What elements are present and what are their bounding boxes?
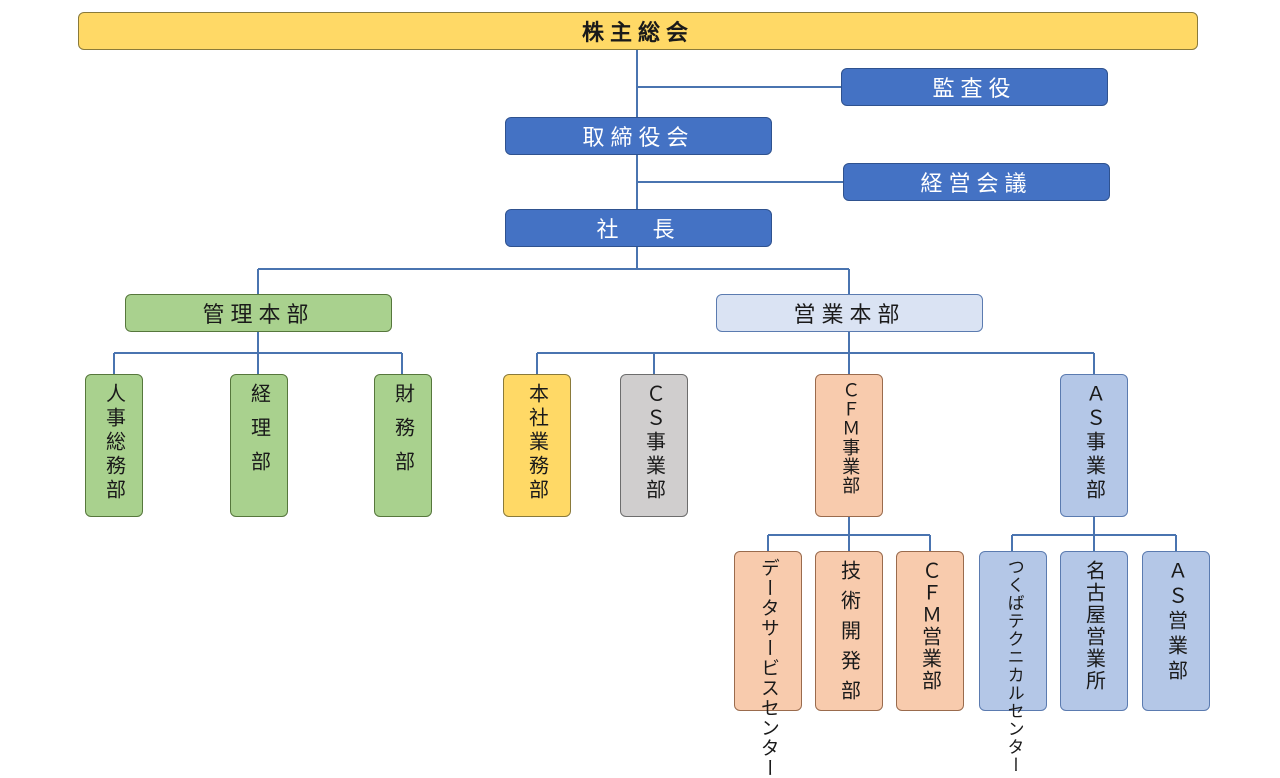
- node-board-of-directors: 取締役会: [505, 117, 772, 155]
- node-label: 財務部: [391, 383, 416, 485]
- node-tsukuba-technical-center: つくばテクニカルセンター: [979, 551, 1047, 774]
- node-label: ＣＳ事業部: [642, 383, 667, 503]
- node-label: データサービスセンター: [757, 558, 780, 778]
- node-label: つくばテクニカルセンター: [1003, 558, 1024, 774]
- org-chart-connectors: [113, 50, 1177, 552]
- node-sales-hq: 営業本部: [716, 294, 983, 332]
- node-data-service-center: データサービスセンター: [734, 551, 802, 778]
- node-head-office-operations: 本社業務部: [503, 374, 571, 517]
- node-label: 取締役会: [582, 126, 695, 151]
- node-nagoya-sales-office: 名古屋営業所: [1060, 551, 1128, 711]
- node-label: 名古屋営業所: [1082, 560, 1107, 692]
- node-label: ＣＦＭ事業部: [839, 381, 861, 495]
- node-label: 経理部: [247, 383, 272, 485]
- node-shareholders-meeting: 株主総会: [78, 12, 1198, 50]
- node-management-meeting: 経営会議: [843, 163, 1110, 201]
- node-as-division: ＡＳ事業部: [1060, 374, 1128, 517]
- node-cfm-sales: ＣＦＭ営業部: [896, 551, 964, 711]
- node-auditor: 監査役: [841, 68, 1108, 106]
- node-cs-division: ＣＳ事業部: [620, 374, 688, 517]
- node-label: 本社業務部: [525, 383, 550, 503]
- node-label: 営業本部: [793, 303, 906, 328]
- node-cfm-division: ＣＦＭ事業部: [815, 374, 883, 517]
- node-label: 株主総会: [581, 21, 694, 46]
- node-label: 監査役: [932, 77, 1017, 102]
- node-president: 社 長: [505, 209, 772, 247]
- node-label: 社 長: [596, 218, 681, 243]
- node-admin-hq: 管理本部: [125, 294, 392, 332]
- node-hr-general-affairs: 人事総務部: [85, 374, 143, 517]
- node-label: ＡＳ営業部: [1164, 560, 1189, 685]
- node-accounting: 経理部: [230, 374, 288, 517]
- node-label: ＣＦＭ営業部: [918, 560, 943, 692]
- node-label: 経営会議: [920, 172, 1033, 197]
- node-tech-development: 技術開発部: [815, 551, 883, 711]
- node-label: 技術開発部: [837, 560, 862, 710]
- node-label: 管理本部: [202, 303, 315, 328]
- node-label: 人事総務部: [102, 383, 127, 503]
- node-finance: 財務部: [374, 374, 432, 517]
- node-as-sales: ＡＳ営業部: [1142, 551, 1210, 711]
- node-label: ＡＳ事業部: [1082, 383, 1107, 503]
